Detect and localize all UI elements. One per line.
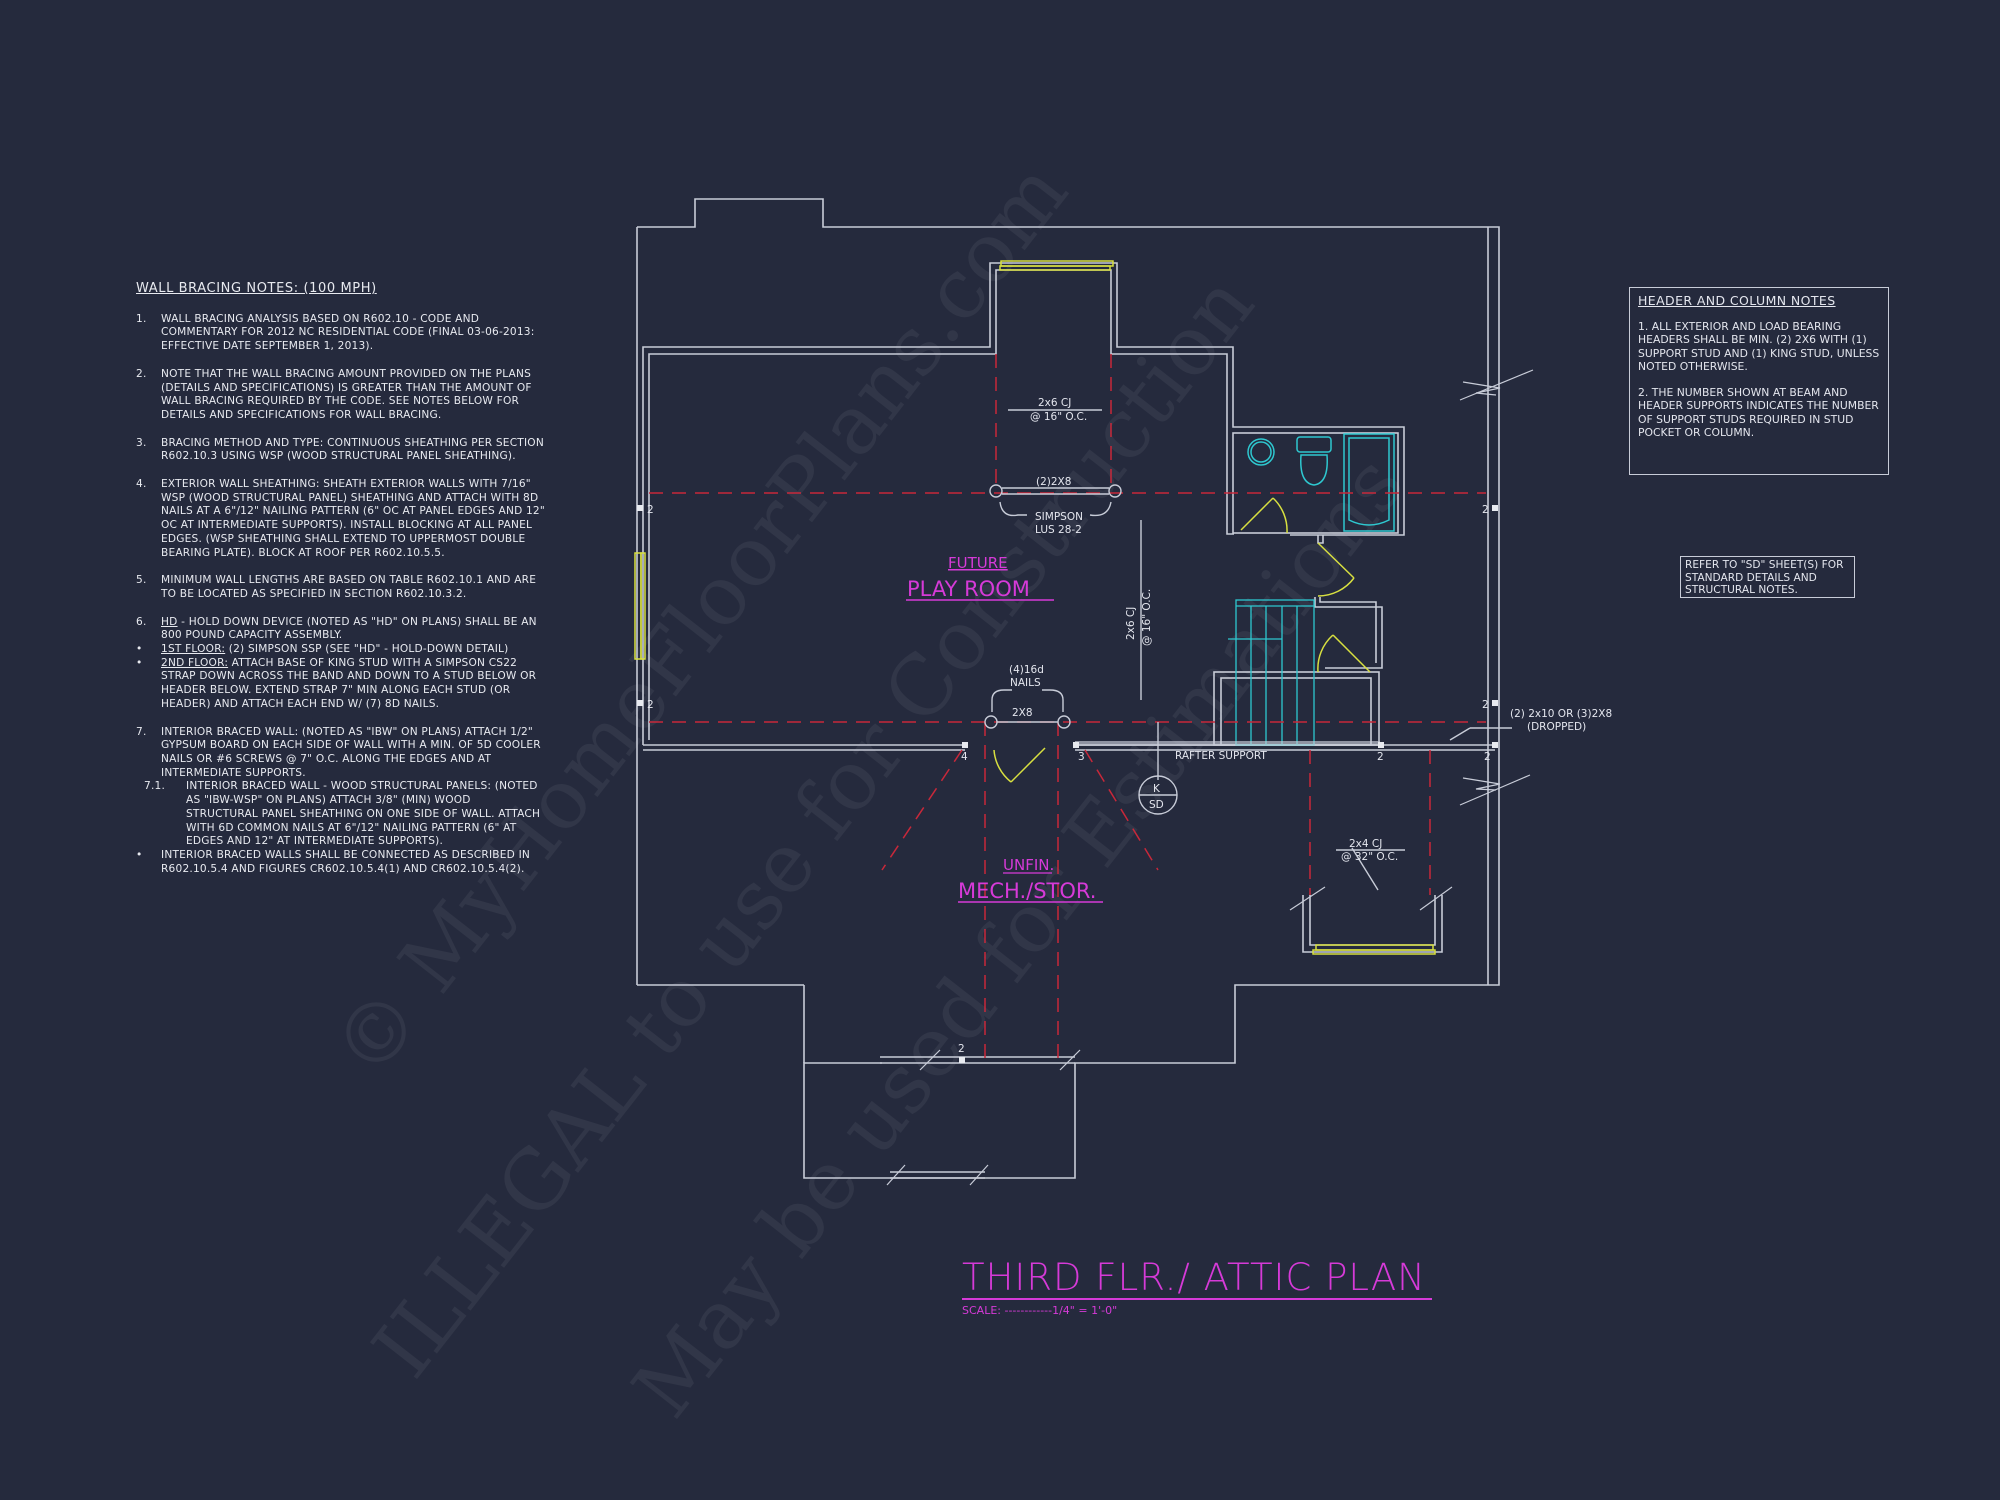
svg-text:(4)16d: (4)16d: [1009, 664, 1044, 676]
svg-text:LUS 28-2: LUS 28-2: [1035, 524, 1082, 536]
note-6-bullet-2: •2ND FLOOR: ATTACH BASE OF KING STUD WIT…: [136, 656, 537, 710]
note-3: 3.BRACING METHOD AND TYPE: CONTINUOUS SH…: [136, 436, 544, 463]
room-labels: FUTURE PLAY ROOM UNFIN. MECH./STOR.: [906, 554, 1103, 903]
svg-text:K: K: [1153, 783, 1161, 795]
svg-text:(2)2X8: (2)2X8: [1036, 476, 1071, 488]
wall-bracing-notes: WALL BRACING NOTES: (100 MPH) 1.WALL BRA…: [136, 282, 546, 876]
wall-bracing-title: WALL BRACING NOTES: (100 MPH): [136, 281, 377, 296]
plan-labels: 2x6 CJ @ 16" O.C. (2)2X8 SIMPSON LUS 28-…: [647, 397, 1612, 1055]
bath-fixtures: [1247, 433, 1395, 532]
break-lines: [886, 369, 1534, 1186]
note-7-bullet: •INTERIOR BRACED WALLS SHALL BE CONNECTE…: [136, 848, 531, 875]
header-note-1: 1. ALL EXTERIOR AND LOAD BEARING HEADERS…: [1638, 319, 1880, 374]
svg-text:RAFTER SUPPORT: RAFTER SUPPORT: [1175, 750, 1267, 762]
header-column-title: HEADER AND COLUMN NOTES: [1638, 293, 1836, 308]
svg-text:4: 4: [961, 751, 968, 763]
windows: [634, 260, 1436, 955]
svg-text:@ 16" O.C.: @ 16" O.C.: [1030, 411, 1087, 423]
svg-text:2x6 CJ: 2x6 CJ: [1125, 607, 1137, 640]
svg-text:NAILS: NAILS: [1010, 677, 1041, 689]
svg-text:2x4 CJ: 2x4 CJ: [1349, 838, 1382, 850]
svg-text:2: 2: [958, 1043, 965, 1055]
svg-text:@ 32" O.C.: @ 32" O.C.: [1341, 851, 1398, 863]
svg-text:(2) 2x10 OR (3)2X8: (2) 2x10 OR (3)2X8: [1510, 708, 1612, 720]
header-column-notes: HEADER AND COLUMN NOTES 1. ALL EXTERIOR …: [1629, 287, 1889, 475]
plan-scale: SCALE: ------------1/4" = 1'-0": [962, 1304, 1118, 1317]
svg-text:2: 2: [1377, 751, 1384, 763]
sd-reference-note: REFER TO "SD" SHEET(S) FOR STANDARD DETA…: [1680, 556, 1855, 598]
note-5: 5.MINIMUM WALL LENGTHS ARE BASED ON TABL…: [136, 574, 537, 600]
room-playroom-line2: PLAY ROOM: [907, 577, 1030, 601]
stud-posts: [637, 505, 1498, 1063]
walls: [636, 198, 1500, 1179]
beam-lines: [649, 354, 1486, 1060]
svg-text:SD: SD: [1149, 799, 1164, 811]
header-note-2: 2. THE NUMBER SHOWN AT BEAM AND HEADER S…: [1638, 385, 1879, 440]
svg-text:SIMPSON: SIMPSON: [1035, 511, 1083, 523]
note-4: 4.EXTERIOR WALL SHEATHING: SHEATH EXTERI…: [136, 478, 545, 559]
svg-text:3: 3: [1078, 751, 1085, 763]
svg-text:(DROPPED): (DROPPED): [1527, 721, 1586, 733]
plan-title: THIRD FLR./ ATTIC PLAN: [962, 1258, 1432, 1300]
svg-text:2: 2: [647, 699, 654, 711]
note-7: 7.INTERIOR BRACED WALL: (NOTED AS "IBW" …: [136, 725, 541, 779]
note-6-bullet-1: •1ST FLOOR: (2) SIMPSON SSP (SEE "HD" - …: [136, 643, 509, 656]
room-mech-line2: MECH./STOR.: [958, 879, 1096, 903]
svg-text:@ 16" O.C.: @ 16" O.C.: [1141, 589, 1153, 646]
svg-text:2: 2: [1482, 699, 1489, 711]
room-playroom-line1: FUTURE: [948, 554, 1008, 572]
room-mech-line1: UNFIN.: [1003, 856, 1054, 874]
doors: [993, 497, 1371, 783]
note-6: 6.HD - HOLD DOWN DEVICE (NOTED AS "HD" O…: [136, 615, 537, 642]
svg-text:2X8: 2X8: [1012, 707, 1033, 719]
svg-text:2: 2: [1484, 751, 1491, 763]
svg-text:2: 2: [647, 504, 654, 516]
svg-text:2: 2: [1482, 504, 1489, 516]
svg-text:2x6 CJ: 2x6 CJ: [1038, 397, 1071, 409]
note-7-1: 7.1.INTERIOR BRACED WALL - WOOD STRUCTUR…: [144, 780, 541, 848]
note-2: 2.NOTE THAT THE WALL BRACING AMOUNT PROV…: [136, 367, 532, 421]
beams: [984, 409, 1512, 891]
rafter-support-hatch: [1075, 741, 1380, 746]
note-1: 1.WALL BRACING ANALYSIS BASED ON R602.10…: [136, 312, 535, 353]
